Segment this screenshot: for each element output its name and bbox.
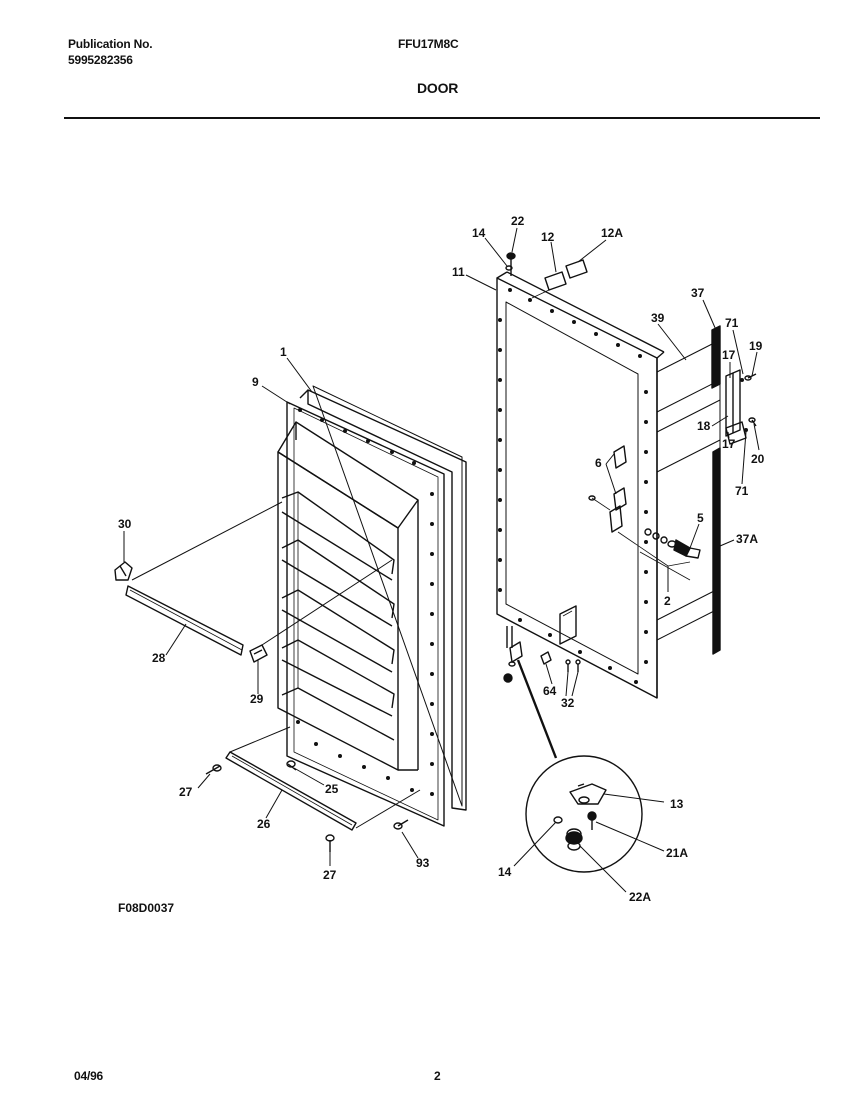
shelf-rail — [125, 585, 244, 656]
rail-end-cap — [114, 561, 133, 581]
callout-18: 18 — [697, 419, 711, 433]
figure-code: F08D0037 — [118, 901, 174, 915]
callout-labels: 1 9 30 28 29 27 25 26 27 93 22 14 12 12A… — [118, 214, 765, 915]
publication-number: 5995282356 — [68, 53, 133, 67]
callout-64: 64 — [543, 684, 557, 698]
screw-27-left — [205, 764, 222, 775]
callout-5: 5 — [697, 511, 704, 525]
detail-washer-14 — [553, 816, 563, 824]
callout-6: 6 — [595, 456, 602, 470]
callout-29: 29 — [250, 692, 264, 706]
callout-39: 39 — [651, 311, 665, 325]
callout-37: 37 — [691, 286, 705, 300]
publication-label: Publication No. — [68, 37, 153, 51]
callout-20: 20 — [751, 452, 765, 466]
hinge-pin-71-lower — [744, 428, 748, 432]
handle-side-strip-37A — [712, 447, 721, 655]
detail-bushing-22A — [565, 828, 583, 851]
hinge-screw-19 — [744, 373, 757, 381]
latch-bracket-lower — [588, 487, 627, 533]
hinge-detail-circle — [525, 755, 643, 873]
screws-32 — [565, 659, 581, 672]
screw-25 — [286, 760, 297, 771]
callout-25: 25 — [325, 782, 339, 796]
footer-page-number: 2 — [434, 1069, 441, 1083]
callout-12A: 12A — [601, 226, 623, 240]
model-number: FFU17M8C — [398, 37, 459, 51]
hinge-pin-71-upper — [740, 378, 744, 382]
part-64 — [540, 651, 552, 665]
callout-37A: 37A — [736, 532, 758, 546]
callout-22: 22 — [511, 214, 525, 228]
callout-17-upper: 17 — [722, 348, 736, 362]
section-title: DOOR — [417, 80, 459, 96]
callout-71-lower: 71 — [735, 484, 749, 498]
door-shelf-molding — [277, 421, 419, 771]
hinge-screw-20 — [748, 417, 757, 427]
callout-30: 30 — [118, 517, 132, 531]
cover-12 — [544, 271, 567, 291]
leader-lines — [123, 227, 760, 893]
bottom-rail — [225, 751, 357, 831]
callout-93: 93 — [416, 856, 430, 870]
latch-bracket-upper — [613, 445, 627, 469]
door-liner-screw-holes — [296, 408, 434, 796]
lower-hinge-stack — [503, 626, 523, 683]
callout-22A: 22A — [629, 890, 651, 904]
detail-screw-21A — [587, 811, 597, 830]
screw-27-bottom — [325, 834, 335, 852]
callout-17-lower: 17 — [722, 437, 736, 451]
hinge-bushing-22 — [506, 252, 516, 276]
callout-9: 9 — [252, 375, 259, 389]
upper-hinge-bracket — [725, 369, 741, 437]
door-liner-panel — [286, 401, 445, 827]
callout-14-detail: 14 — [498, 865, 512, 879]
callout-14-top: 14 — [472, 226, 486, 240]
footer-date: 04/96 — [74, 1069, 104, 1083]
screw-93 — [393, 819, 409, 830]
callout-71-upper: 71 — [725, 316, 739, 330]
callout-2: 2 — [664, 594, 671, 608]
callout-28: 28 — [152, 651, 166, 665]
cover-12A — [565, 259, 588, 279]
hinge-side-strip-37 — [711, 325, 721, 389]
rail-clip — [249, 644, 268, 663]
callout-27-left: 27 — [179, 785, 193, 799]
callout-21A: 21A — [666, 846, 688, 860]
callout-19: 19 — [749, 339, 763, 353]
callout-12: 12 — [541, 230, 555, 244]
callout-11: 11 — [452, 265, 465, 279]
callout-32: 32 — [561, 696, 575, 710]
washer-14-top — [505, 265, 513, 271]
door-gasket — [299, 385, 467, 811]
outer-panel-screw-holes — [498, 288, 648, 684]
callout-27-bottom: 27 — [323, 868, 337, 882]
detail-leader — [516, 659, 558, 759]
callout-13: 13 — [670, 797, 684, 811]
callout-1: 1 — [280, 345, 287, 359]
bottom-block — [559, 605, 577, 645]
outer-door-panel — [496, 271, 665, 699]
header-rule — [64, 117, 820, 119]
latch-spring-assembly — [644, 528, 701, 559]
callout-26: 26 — [257, 817, 271, 831]
